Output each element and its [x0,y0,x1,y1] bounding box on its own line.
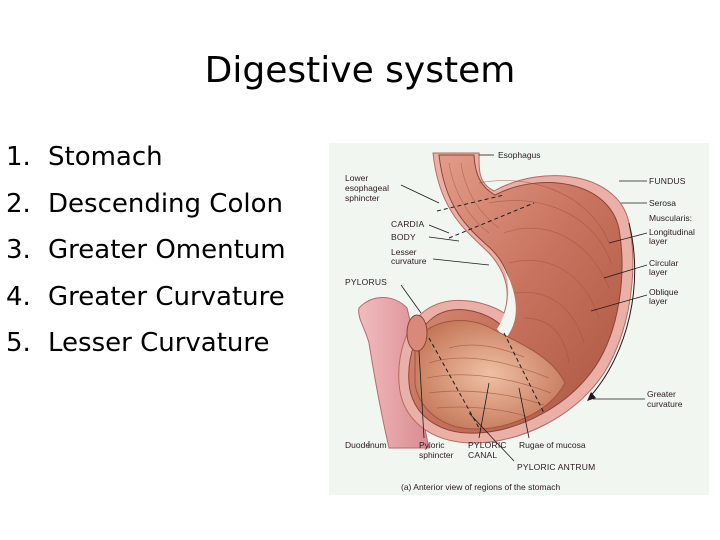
label-pyloric-canal-2: CANAL [468,450,497,460]
list-number: 2. [6,188,31,219]
stomach-illustration: Esophagus Lower esophageal sphincter FUN… [345,150,695,492]
antrum-dashed-line-2 [428,337,480,429]
label-oblique-2: layer [649,296,668,306]
label-oblique-1: Oblique [649,287,679,297]
list-label: Greater Curvature [48,281,285,312]
list-number: 3. [6,235,31,265]
body-dashed-line [448,202,535,239]
list-label: Stomach [48,142,163,172]
list-number: 1. [6,142,31,172]
list-number: 4. [6,281,31,312]
title-text: Digestive system [204,50,516,91]
label-lesser-1: Lesser [391,247,417,257]
label-longitudinal-2: layer [649,236,668,246]
figure-caption: (a) Anterior view of regions of the stom… [401,482,560,492]
numbered-list: 1. Stomach 2. Descending Colon 3. Greater O… [6,142,286,375]
label-rugae: Rugae of mucosa [519,440,586,450]
label-body: BODY [391,232,416,242]
list-label: Descending Colon [48,188,283,219]
label-greater-1: Greater [647,389,676,399]
rugae-folds [426,344,552,418]
list-item: 5. Lesser Curvature [6,328,286,375]
pyloric-sphincter-ring [406,314,428,352]
label-lower-sphincter-1: Lower [345,173,368,183]
cardia-dashed-line [436,194,505,212]
list-item: 1. Stomach [6,142,286,189]
label-duodenum: Duodenum [345,440,387,450]
greater-curvature-arrowhead [587,392,596,401]
label-circular-2: layer [649,267,668,277]
label-pylorus: PYLORUS [345,277,387,287]
lesser-curvature-gap [497,263,516,339]
list-number: 5. [6,328,31,358]
label-fundus: FUNDUS [649,176,686,186]
label-serosa: Serosa [649,198,676,208]
label-lesser-2: curvature [391,256,427,266]
antrum-dashed-line-1 [503,332,545,414]
label-lower-sphincter-3: sphincter [345,193,380,203]
stomach-diagram: Esophagus Lower esophageal sphincter FUN… [329,143,709,495]
label-greater-2: curvature [647,399,683,409]
slide-title: Digestive system [0,50,720,91]
label-longitudinal-1: Longitudinal [649,227,695,237]
list-label: Lesser Curvature [48,328,270,358]
label-pyloric-sphincter-2: sphincter [419,450,454,460]
list-item: 4. Greater Curvature [6,282,286,329]
label-cardia: CARDIA [391,219,424,229]
leader-lines [368,154,648,462]
mucosa-cutaway [414,320,566,430]
label-muscularis: Muscularis: [649,213,692,223]
list-label: Greater Omentum [48,235,286,265]
label-esophagus: Esophagus [498,150,541,160]
list-item: 2. Descending Colon [6,189,286,236]
label-pyloric-sphincter-1: Pyloric [419,440,445,450]
label-pyloric-antrum: PYLORIC ANTRUM [517,462,595,472]
label-lower-sphincter-2: esophageal [345,183,389,193]
muscle-striations [448,162,612,364]
label-pyloric-canal-1: PYLORIC [468,440,507,450]
label-circular-1: Circular [649,258,678,268]
greater-curvature-arrow [588,222,636,399]
list-item: 3. Greater Omentum [6,235,286,282]
